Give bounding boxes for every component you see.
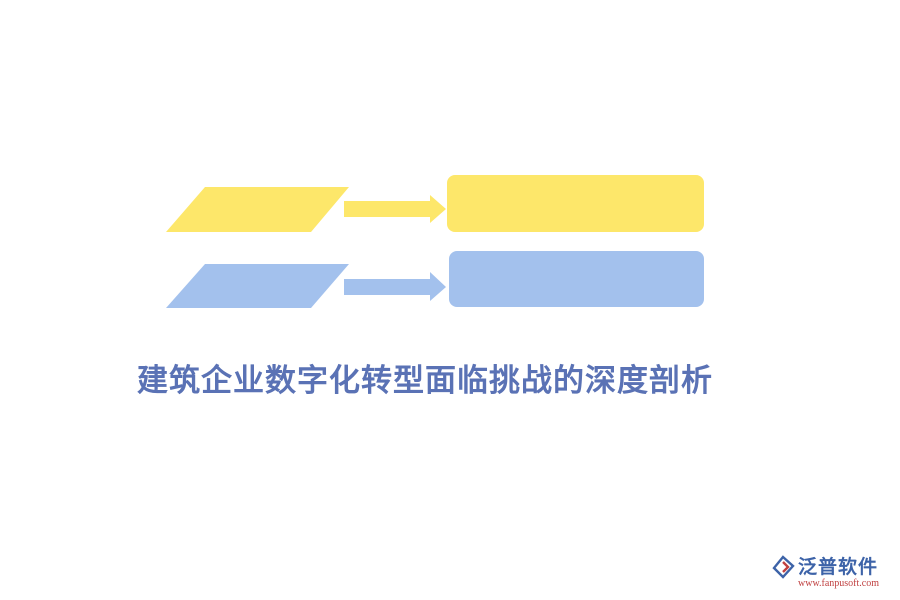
- row2-parallelogram: [166, 264, 349, 308]
- row1-box: [447, 175, 704, 232]
- row1-arrow: [344, 195, 446, 223]
- row1-parallelogram: [166, 187, 349, 232]
- brand-url: www.fanpusoft.com: [798, 578, 880, 589]
- diagram-title: 建筑企业数字化转型面临挑战的深度剖析: [137, 363, 713, 399]
- row2-arrow: [344, 272, 446, 301]
- row2-box: [449, 251, 704, 307]
- brand-logo: 泛普软件 www.fanpusoft.com: [770, 552, 895, 596]
- fanpu-logo-icon: [772, 555, 795, 579]
- brand-name: 泛普软件: [798, 556, 879, 578]
